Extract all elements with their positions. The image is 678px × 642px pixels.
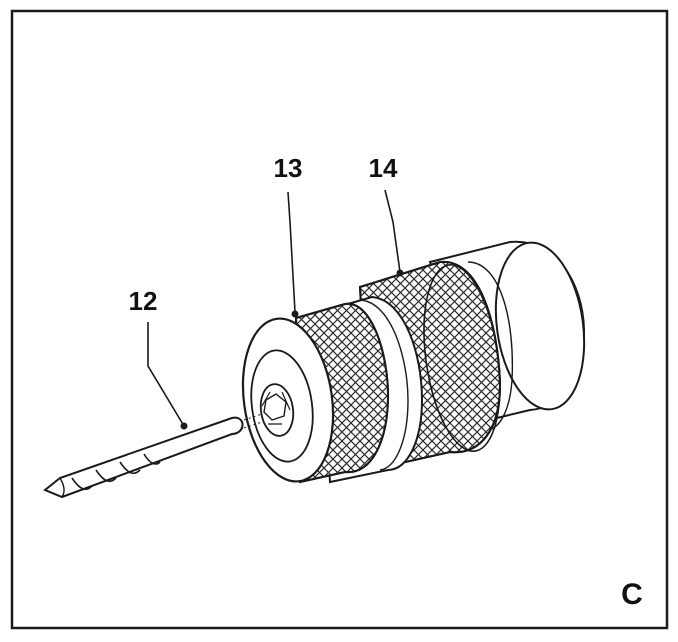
callout-label-13: 13: [274, 153, 303, 183]
leader-dot-14: [396, 269, 404, 277]
callout-label-12: 12: [129, 286, 158, 316]
chuck-front-face: [241, 317, 335, 483]
callout-label-14: 14: [369, 153, 398, 183]
leader-dots: [180, 269, 404, 430]
drill-bit: [43, 413, 263, 499]
leader-line-13: [287, 191, 296, 313]
leader-lines: [147, 189, 401, 427]
leader-line-12: [147, 322, 185, 427]
panel-letter: C: [621, 578, 643, 611]
leader-dot-12: [180, 422, 188, 430]
leader-dot-13: [291, 310, 299, 318]
leader-line-14: [384, 189, 401, 273]
